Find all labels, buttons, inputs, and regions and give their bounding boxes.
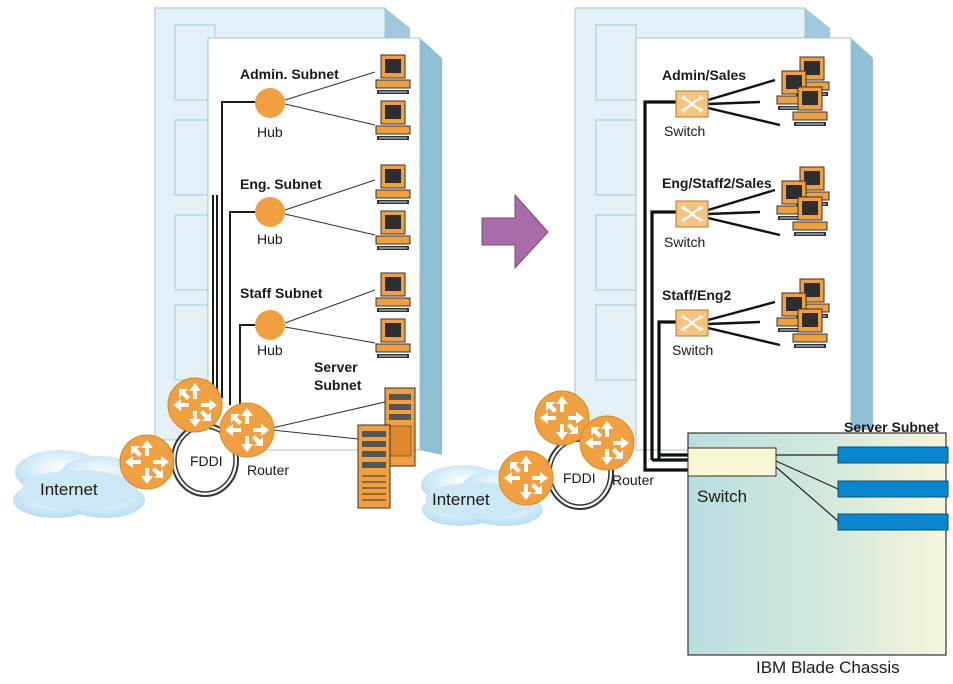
switch-icon — [674, 89, 710, 119]
router-icon — [119, 434, 175, 490]
group-admin-sales: Admin/Sales — [662, 67, 746, 83]
hub-staff — [255, 310, 285, 340]
switch-label-1: Switch — [664, 123, 705, 139]
blade-chassis — [687, 432, 949, 656]
hub-label-staff: Hub — [257, 342, 283, 358]
router-label: Router — [247, 462, 289, 478]
router-icon — [579, 415, 635, 471]
router-icon — [498, 450, 554, 506]
group-eng-staff2-sales: Eng/Staff2/Sales — [662, 175, 772, 191]
router-icon — [219, 402, 275, 458]
admin-subnet-label: Admin. Subnet — [240, 66, 339, 82]
server-subnet-label-right: Server Subnet — [844, 419, 939, 435]
internet-label-right: Internet — [432, 490, 490, 509]
eng-subnet-label: Eng. Subnet — [240, 176, 322, 192]
workstation-icon — [375, 272, 411, 313]
hub-label-admin: Hub — [257, 124, 283, 140]
left-network: Admin. Subnet Hub Eng. Subnet Hub Staff … — [13, 54, 416, 518]
internet-cloud — [13, 450, 145, 518]
fddi-label: FDDI — [190, 453, 223, 469]
switch-icon — [674, 199, 710, 229]
switch-icon — [674, 308, 710, 338]
chassis-switch-label: Switch — [697, 487, 747, 506]
server-tower-icon — [357, 424, 391, 509]
group-staff-eng2: Staff/Eng2 — [662, 287, 731, 303]
fddi-label-right: FDDI — [563, 470, 596, 486]
router-label-right: Router — [612, 472, 654, 488]
internet-label: Internet — [40, 480, 98, 499]
workstation-icon — [375, 100, 411, 141]
hub-admin — [255, 88, 285, 118]
workstation-icon — [375, 210, 411, 251]
switch-label-2: Switch — [664, 234, 705, 250]
workstation-icon — [375, 318, 411, 359]
hub-label-eng: Hub — [257, 231, 283, 247]
hub-eng — [255, 197, 285, 227]
server-subnet-label-line2: Subnet — [314, 377, 362, 393]
migration-arrow — [481, 193, 549, 270]
right-network: Admin/Sales Eng/Staff2/Sales Staff/Eng2 … — [421, 57, 949, 677]
workstation-icon — [375, 164, 411, 205]
ibm-blade-chassis-caption: IBM Blade Chassis — [756, 658, 900, 677]
staff-subnet-label: Staff Subnet — [240, 285, 323, 301]
router-icon — [167, 377, 223, 433]
switch-label-3: Switch — [672, 342, 713, 358]
workstation-icon — [375, 54, 411, 95]
server-subnet-label-line1: Server — [314, 359, 358, 375]
